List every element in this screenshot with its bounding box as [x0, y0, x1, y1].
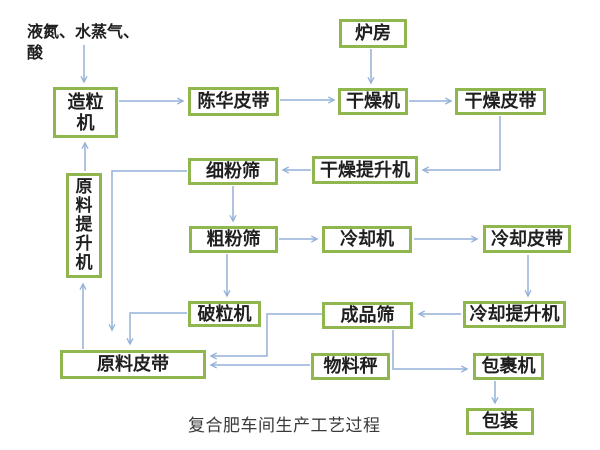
node-raw-material-belt: 原料皮带 [60, 350, 206, 379]
node-dryer: 干燥机 [338, 88, 408, 115]
node-packaging: 包装 [466, 408, 534, 435]
edge-crusher-raw-belt [130, 312, 187, 344]
node-drying-elevator: 干燥提升机 [312, 156, 418, 184]
diagram-caption: 复合肥车间生产工艺过程 [188, 416, 381, 436]
node-coarse-sieve: 粗粉筛 [189, 226, 278, 253]
node-wrapping-machine: 包裹机 [473, 353, 544, 380]
node-drying-belt: 干燥皮带 [455, 88, 546, 115]
edge-drying-belt-drying-elevator [423, 116, 501, 170]
node-cooler: 冷却机 [322, 226, 412, 253]
node-product-sieve: 成品筛 [322, 302, 413, 329]
node-crusher: 破粒机 [188, 301, 261, 327]
node-aging-belt: 陈华皮带 [188, 87, 279, 116]
node-material-scale: 物料秤 [311, 353, 390, 380]
node-granulator: 造粒 机 [53, 87, 118, 138]
node-fine-sieve: 细粉筛 [188, 158, 278, 185]
edge-product-sieve-wrapper [392, 330, 467, 369]
edge-product-sieve-raw-belt [211, 313, 322, 356]
node-furnace: 炉房 [339, 19, 407, 48]
node-raw-material-elevator: 原 料 提 升 机 [66, 173, 102, 278]
node-cooling-belt: 冷却皮带 [483, 225, 571, 253]
source-materials-label: 液氮、水蒸气、 酸 [27, 22, 140, 62]
edge-fine-sieve-raw-belt [112, 170, 187, 330]
node-cooling-elevator: 冷却提升机 [463, 301, 566, 328]
